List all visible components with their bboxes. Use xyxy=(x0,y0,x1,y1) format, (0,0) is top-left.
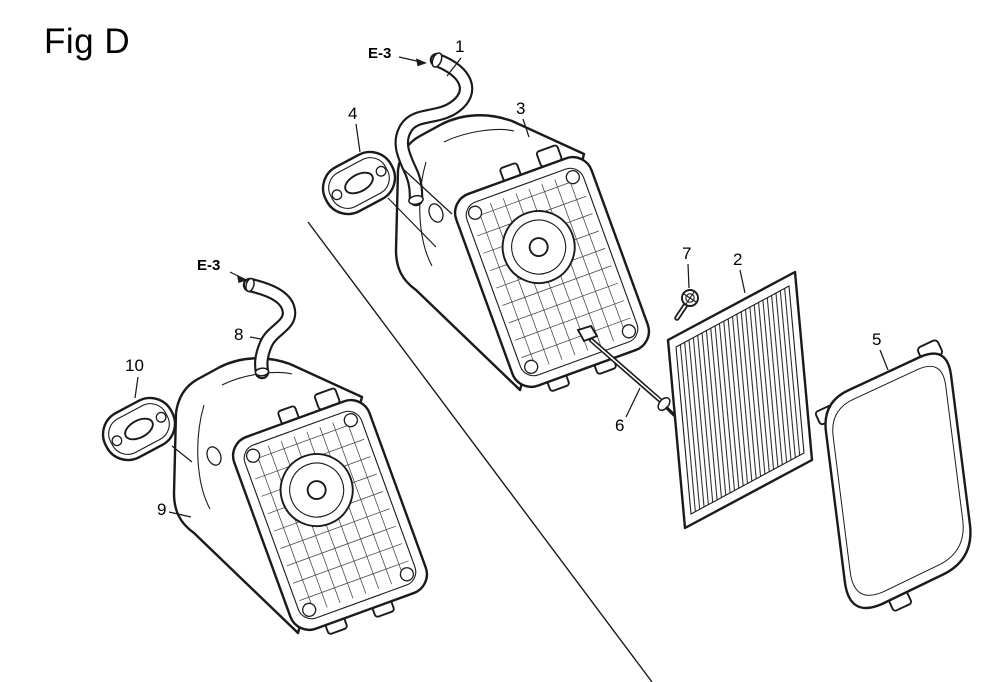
part-1-tube xyxy=(394,52,474,207)
leader-lines xyxy=(134,56,889,518)
callout-7: 7 xyxy=(682,244,692,263)
e3-top-arrowhead-icon xyxy=(416,58,427,67)
callout-3: 3 xyxy=(516,99,526,118)
callout-8: 8 xyxy=(234,325,244,344)
separator-line xyxy=(307,221,653,682)
callout-4: 4 xyxy=(348,104,358,123)
figure-title: Fig D xyxy=(44,22,131,61)
callout-e3-top: E-3 xyxy=(368,45,392,62)
part-10-gasket xyxy=(101,396,177,462)
callout-9: 9 xyxy=(157,500,167,519)
part-9-air-cleaner-case xyxy=(172,357,429,635)
part-8-tube xyxy=(242,277,297,380)
callout-e3-left: E-3 xyxy=(197,257,221,274)
part-2-filter-element xyxy=(666,270,814,530)
part-6-bolt xyxy=(576,324,676,417)
callout-1: 1 xyxy=(455,37,465,56)
callout-2: 2 xyxy=(733,250,743,269)
e3-left-arrowhead-icon xyxy=(237,275,248,283)
callout-6: 6 xyxy=(615,416,625,435)
part-4-gasket xyxy=(321,150,397,216)
part-3-air-cleaner-case xyxy=(394,114,651,392)
callout-5: 5 xyxy=(872,330,882,349)
part-5-air-cleaner-cover xyxy=(814,339,972,612)
callout-10: 10 xyxy=(125,356,144,375)
part-7-screw xyxy=(674,289,699,321)
